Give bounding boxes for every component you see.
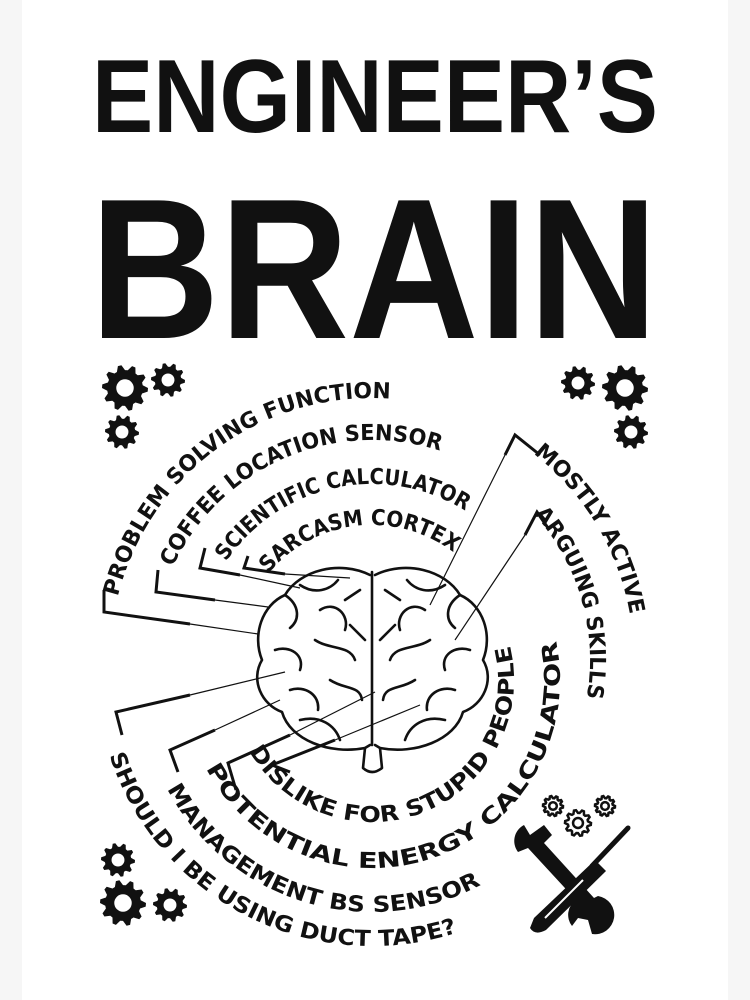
wrench-icon (514, 825, 615, 935)
gear-icon (541, 794, 565, 818)
gear-icon (561, 366, 595, 400)
gear-icon (593, 794, 617, 818)
poster-card (22, 0, 728, 1000)
gear-decorations (100, 363, 648, 926)
gear-icon (153, 888, 187, 922)
gear-icon (100, 880, 146, 926)
screwdriver-icon (530, 825, 631, 933)
gear-icon (102, 365, 148, 411)
gear-icon (563, 808, 593, 838)
leader-lines (102, 432, 550, 791)
gear-icon (614, 415, 648, 449)
title-line-1: ENGINEER’S (92, 39, 658, 155)
title-line-2: BRAIN (90, 158, 658, 381)
brain-icon (256, 566, 489, 774)
gear-icon (101, 843, 135, 877)
gear-icon (105, 415, 139, 449)
label-sarcasm-cortex: SARCASM CORTEX (255, 506, 465, 577)
gear-icon (151, 363, 185, 397)
gear-icon (602, 365, 648, 411)
